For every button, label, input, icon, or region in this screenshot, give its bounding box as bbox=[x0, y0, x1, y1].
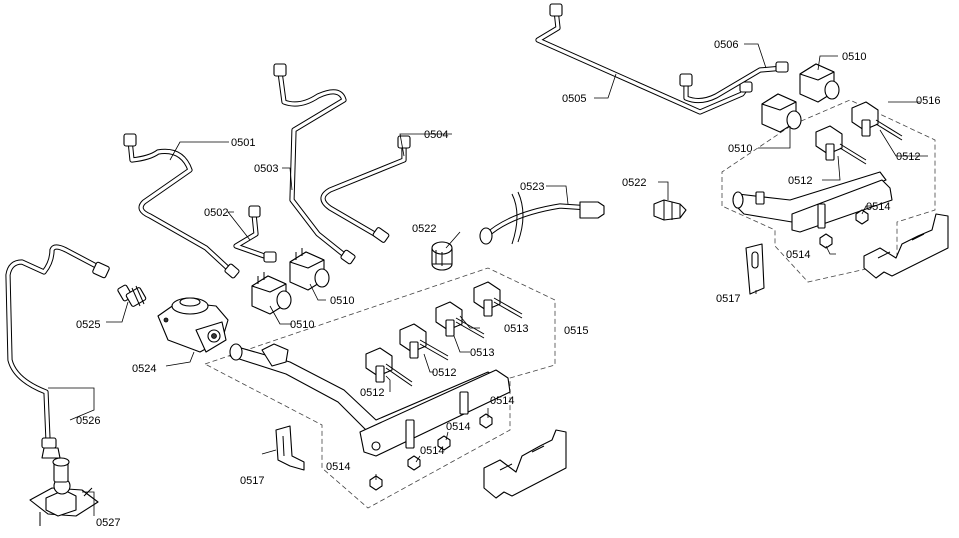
label-0512-b: 0512 bbox=[432, 367, 456, 379]
valve-0512-a bbox=[365, 347, 413, 387]
label-0514-d: 0514 bbox=[326, 461, 350, 473]
solenoid-valve-0510-a bbox=[251, 272, 292, 315]
label-0514-e: 0514 bbox=[866, 201, 890, 213]
valve-0512-c bbox=[815, 125, 867, 165]
flex-hose-0523 bbox=[479, 191, 605, 245]
label-0510-a: 0510 bbox=[290, 319, 314, 331]
label-0517-a: 0517 bbox=[240, 475, 264, 487]
part-labels: 0501 0502 0503 0504 0505 0506 0510 0510 … bbox=[76, 39, 940, 529]
nut-0514-a bbox=[479, 413, 493, 429]
label-0510-d: 0510 bbox=[728, 143, 752, 155]
label-0514-b: 0514 bbox=[446, 421, 470, 433]
label-0502: 0502 bbox=[204, 207, 228, 219]
label-0524: 0524 bbox=[132, 363, 156, 375]
label-0510-c: 0510 bbox=[842, 51, 866, 63]
label-0525: 0525 bbox=[76, 319, 100, 331]
mounting-bracket-center bbox=[483, 429, 567, 499]
tube-0503 bbox=[273, 63, 356, 265]
right-manifold-outline bbox=[721, 99, 936, 283]
label-0512-a: 0512 bbox=[360, 387, 384, 399]
label-0512-d: 0512 bbox=[896, 151, 920, 163]
label-0504: 0504 bbox=[424, 129, 448, 141]
manifold-pipe-right bbox=[732, 171, 893, 233]
label-0523: 0523 bbox=[520, 181, 544, 193]
gas-valve-0527 bbox=[29, 457, 99, 526]
label-0516: 0516 bbox=[916, 95, 940, 107]
label-0526: 0526 bbox=[76, 415, 100, 427]
solenoid-valve-0510-c bbox=[799, 63, 840, 103]
supply-pipe-0526 bbox=[5, 244, 110, 459]
label-0527: 0527 bbox=[96, 517, 120, 529]
bracket-0517-b bbox=[745, 243, 765, 295]
label-0513-b: 0513 bbox=[470, 347, 494, 359]
fitting-0525 bbox=[117, 284, 147, 307]
bracket-0517-a bbox=[275, 425, 305, 471]
tube-0506 bbox=[679, 61, 789, 104]
label-0514-c: 0514 bbox=[420, 445, 444, 457]
label-0514-a: 0514 bbox=[490, 395, 514, 407]
label-0517-b: 0517 bbox=[716, 293, 740, 305]
adapter-0522-b bbox=[653, 199, 687, 221]
valve-0513-a bbox=[435, 301, 485, 339]
label-0505: 0505 bbox=[562, 93, 586, 105]
label-0510-b: 0510 bbox=[330, 295, 354, 307]
nut-0514-e bbox=[855, 209, 869, 225]
label-0515: 0515 bbox=[564, 325, 588, 337]
nut-0514-b bbox=[437, 435, 451, 451]
tube-0504 bbox=[320, 135, 411, 243]
label-0501: 0501 bbox=[231, 137, 255, 149]
nut-0514-f bbox=[819, 233, 833, 249]
tube-0501 bbox=[123, 133, 240, 279]
nut-0514-c bbox=[407, 455, 421, 471]
valve-0512-b bbox=[399, 323, 449, 361]
tube-0505 bbox=[535, 3, 753, 115]
label-0514-f: 0514 bbox=[786, 249, 810, 261]
pressure-regulator-0524 bbox=[157, 297, 229, 353]
mounting-bracket-right bbox=[863, 213, 949, 279]
label-0506: 0506 bbox=[714, 39, 738, 51]
label-0513-a: 0513 bbox=[504, 323, 528, 335]
solenoid-valve-0510-d bbox=[761, 93, 802, 133]
label-0522-b: 0522 bbox=[622, 177, 646, 189]
label-0522-a: 0522 bbox=[412, 223, 436, 235]
leader-lines bbox=[48, 43, 928, 516]
adapter-0522-a bbox=[431, 241, 453, 271]
label-0503: 0503 bbox=[254, 163, 278, 175]
valve-0513-b bbox=[473, 281, 523, 319]
valve-0512-d bbox=[851, 101, 903, 141]
solenoid-valve-0510-b bbox=[289, 248, 330, 291]
tube-0502 bbox=[233, 205, 277, 263]
label-0512-c: 0512 bbox=[788, 175, 812, 187]
manifold-pipe-0515 bbox=[229, 343, 511, 457]
